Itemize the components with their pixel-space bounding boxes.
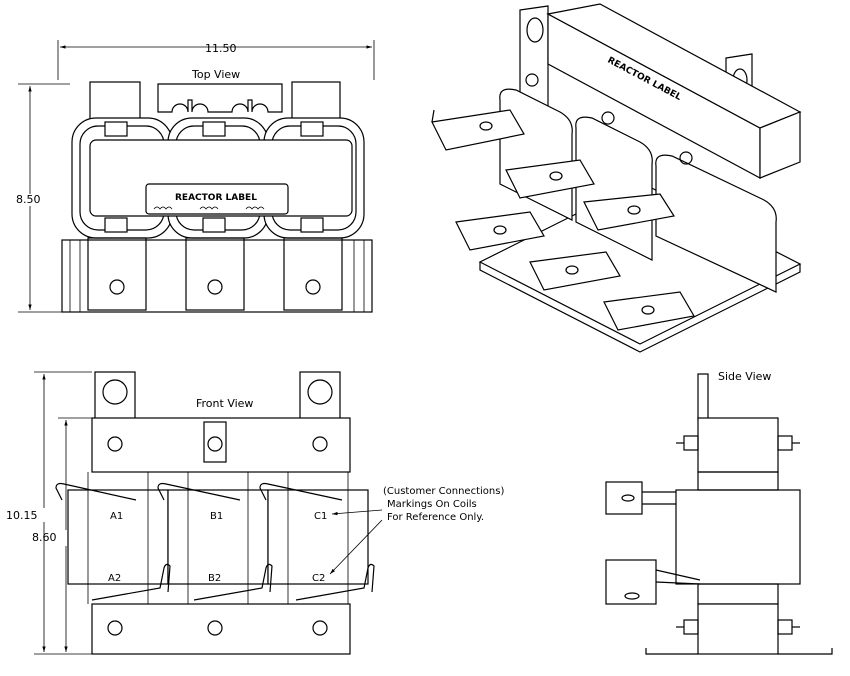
dim-width-top: 11.50 — [205, 42, 237, 55]
side-view: Side View — [605, 370, 833, 655]
marking-c1: C1 — [314, 511, 327, 522]
front-view-title: Front View — [196, 397, 253, 410]
dim-height-overall: 10.15 — [6, 509, 38, 522]
marking-b1: B1 — [210, 511, 223, 522]
marking-a1: A1 — [110, 511, 123, 522]
top-view: 11.50 Top View 8.50 — [16, 40, 375, 313]
marking-b2: B2 — [208, 573, 221, 584]
marking-a2: A2 — [108, 573, 121, 584]
dim-height-front: 8.60 — [32, 531, 57, 544]
side-view-title: Side View — [718, 370, 771, 383]
marking-c2: C2 — [312, 573, 325, 584]
callout-line-3: For Reference Only. — [387, 512, 484, 523]
isometric-view: REACTOR LABEL — [431, 3, 802, 353]
front-view: Front View 10.15 8.60 — [6, 371, 504, 655]
top-view-title: Top View — [191, 68, 240, 81]
callout-line-1: (Customer Connections) — [383, 486, 504, 497]
reactor-label-top: REACTOR LABEL — [175, 193, 257, 203]
dim-depth-top: 8.50 — [16, 193, 41, 206]
callout-line-2: Markings On Coils — [387, 499, 477, 510]
